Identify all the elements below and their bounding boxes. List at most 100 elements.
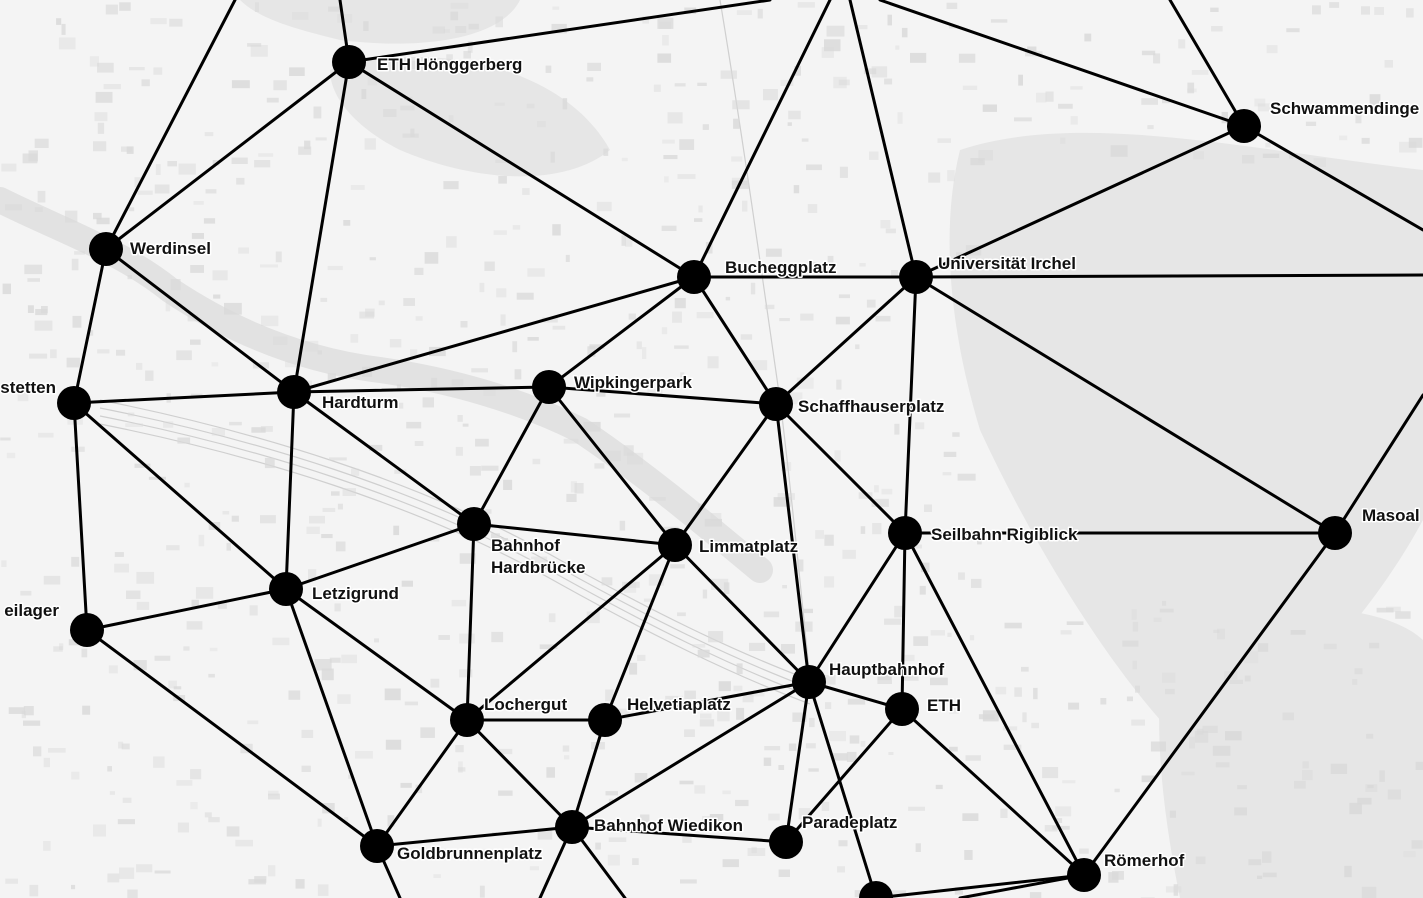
station-node-letzigrund[interactable]	[269, 572, 303, 606]
connection-bellevue-roemerhof	[874, 873, 1086, 898]
station-label-eth: ETH	[927, 696, 961, 715]
station-node-limmatplatz[interactable]	[658, 528, 692, 562]
station-node-hardturm[interactable]	[277, 375, 311, 409]
connection-hauptbahnhof-bahnhof-wiedikon	[570, 680, 811, 829]
station-label-letzigrund: Letzigrund	[312, 584, 399, 603]
connection-wipkingerpark-limmatplatz	[547, 385, 677, 547]
station-label-masoala: Masoal	[1362, 506, 1420, 525]
station-label-goldbrunnenplatz: Goldbrunnenplatz	[397, 844, 542, 863]
connection-eth-paradeplatz	[784, 707, 904, 844]
station-label-werdinsel: Werdinsel	[130, 239, 211, 258]
connection-lochergut-bahnhof-wiedikon	[465, 718, 574, 829]
connection-limmatplatz-lochergut	[465, 543, 677, 722]
station-node-masoala[interactable]	[1318, 516, 1352, 550]
connection-altstetten-freilager	[72, 401, 89, 632]
station-node-hauptbahnhof[interactable]	[792, 665, 826, 699]
connection-offscreen-2	[347, 0, 772, 64]
station-node-universitaet-irchel[interactable]	[899, 260, 933, 294]
connection-schaffhauserplatz-limmatplatz	[673, 402, 778, 547]
connection-werdinsel-hardturm	[104, 247, 296, 394]
connection-offscreen-8	[914, 273, 1423, 279]
station-label-limmatplatz: Limmatplatz	[699, 537, 798, 556]
connection-hardturm-bahnhof-hardbruecke	[292, 390, 476, 526]
connection-offscreen-13	[958, 873, 1086, 898]
connection-universitaet-irchel-seilbahn-rigiblick	[903, 275, 918, 535]
connection-hauptbahnhof-bellevue	[807, 680, 878, 898]
station-node-bahnhof-hardbruecke[interactable]	[457, 507, 491, 541]
connection-limmatplatz-helvetiaplatz	[603, 543, 677, 722]
connection-wipkingerpark-bucheggplatz	[547, 275, 696, 389]
station-label-bucheggplatz: Bucheggplatz	[725, 258, 836, 277]
connection-altstetten-letzigrund	[72, 401, 288, 591]
station-node-freilager[interactable]	[70, 613, 104, 647]
connection-eth-roemerhof	[900, 707, 1086, 877]
station-node-schaffhauserplatz[interactable]	[759, 387, 793, 421]
station-label-schwammendingen: Schwammendinge	[1270, 99, 1419, 118]
station-label-lochergut: Lochergut	[484, 695, 567, 714]
connection-offscreen-6	[1168, 0, 1246, 128]
station-node-bucheggplatz[interactable]	[677, 260, 711, 294]
station-label-altstetten: stetten	[0, 378, 56, 397]
connection-offscreen-5	[878, 0, 1246, 128]
station-node-eth[interactable]	[885, 692, 919, 726]
station-label-hauptbahnhof: Hauptbahnhof	[829, 660, 945, 679]
stations-layer	[57, 45, 1352, 898]
station-node-goldbrunnenplatz[interactable]	[360, 829, 394, 863]
connection-hardturm-letzigrund	[284, 390, 296, 591]
connection-universitaet-irchel-schwammendingen	[914, 124, 1246, 279]
connection-seilbahn-rigiblick-eth	[900, 531, 907, 711]
connection-limmatplatz-hauptbahnhof	[673, 543, 811, 684]
station-label-hardturm: Hardturm	[322, 393, 399, 412]
station-label-helvetiaplatz: Helvetiaplatz	[627, 695, 731, 714]
station-node-altstetten[interactable]	[57, 386, 91, 420]
station-label-schaffhauserplatz: Schaffhauserplatz	[798, 397, 944, 416]
connection-eth-hoenggerberg-bucheggplatz	[347, 60, 696, 279]
connection-universitaet-irchel-schaffhauserplatz	[774, 275, 918, 406]
station-node-schwammendingen[interactable]	[1227, 109, 1261, 143]
connection-letzigrund-lochergut	[284, 587, 469, 722]
station-node-werdinsel[interactable]	[89, 232, 123, 266]
connection-schaffhauserplatz-hauptbahnhof	[774, 402, 811, 684]
connection-hardturm-wipkingerpark	[292, 385, 551, 394]
station-label-wipkingerpark: Wipkingerpark	[574, 373, 692, 392]
connection-helvetiaplatz-bahnhof-wiedikon	[570, 718, 607, 829]
connection-schaffhauserplatz-seilbahn-rigiblick	[774, 402, 907, 535]
connection-bahnhof-hardbruecke-letzigrund	[284, 522, 476, 591]
connection-masoala-roemerhof	[1082, 531, 1337, 877]
station-node-eth-hoenggerberg[interactable]	[332, 45, 366, 79]
connection-bahnhof-wiedikon-paradeplatz	[570, 825, 788, 844]
station-label-roemerhof: Römerhof	[1104, 851, 1185, 870]
connection-offscreen-3	[692, 0, 832, 279]
connection-eth-hoenggerberg-werdinsel	[104, 60, 351, 251]
connection-offscreen-0	[104, 0, 237, 251]
connection-offscreen-7	[1242, 124, 1423, 232]
station-label-freilager: eilager	[4, 601, 59, 620]
connection-offscreen-4	[848, 0, 918, 279]
station-label-seilbahn-rigiblick: Seilbahn Rigiblick	[931, 525, 1078, 544]
station-node-wipkingerpark[interactable]	[532, 370, 566, 404]
connections-layer	[72, 0, 1423, 898]
connection-wipkingerpark-bahnhof-hardbruecke	[472, 385, 551, 526]
connection-seilbahn-rigiblick-roemerhof	[903, 531, 1086, 877]
station-node-roemerhof[interactable]	[1067, 858, 1101, 892]
connection-hauptbahnhof-helvetiaplatz	[603, 680, 811, 722]
station-label-eth-hoenggerberg: ETH Hönggerberg	[377, 55, 522, 74]
station-node-paradeplatz[interactable]	[769, 825, 803, 859]
station-node-bellevue[interactable]	[859, 881, 893, 898]
connection-hauptbahnhof-paradeplatz	[784, 680, 811, 844]
station-node-seilbahn-rigiblick[interactable]	[888, 516, 922, 550]
station-label-universitaet-irchel: Universität Irchel	[938, 254, 1076, 273]
connection-bahnhof-hardbruecke-lochergut	[465, 522, 476, 722]
connection-universitaet-irchel-masoala	[914, 275, 1337, 535]
connection-letzigrund-freilager	[85, 587, 288, 632]
connection-wipkingerpark-schaffhauserplatz	[547, 385, 778, 406]
connection-bucheggplatz-schaffhauserplatz	[692, 275, 778, 406]
station-node-helvetiaplatz[interactable]	[588, 703, 622, 737]
station-node-lochergut[interactable]	[450, 703, 484, 737]
station-node-bahnhof-wiedikon[interactable]	[555, 810, 589, 844]
